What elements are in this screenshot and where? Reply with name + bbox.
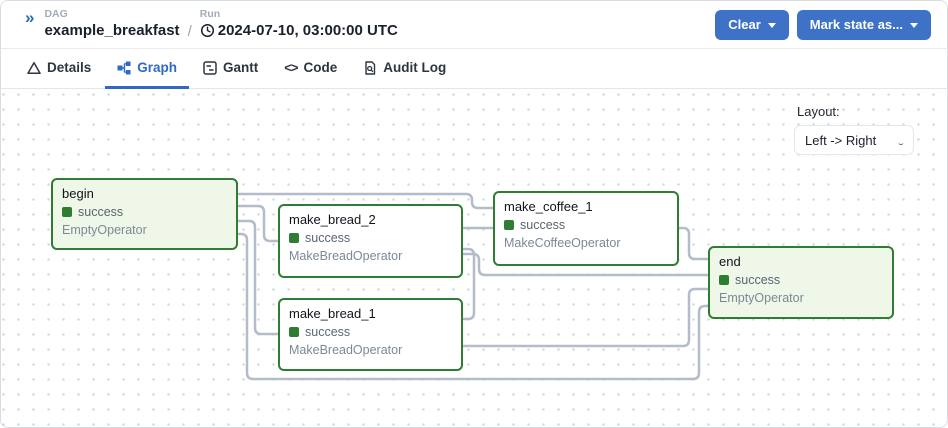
breadcrumb-run: Run 2024-07-10, 03:00:00 UTC — [200, 8, 398, 40]
task-state: success — [305, 325, 351, 340]
task-status-row: success — [719, 273, 883, 287]
success-status-icon — [504, 220, 514, 231]
task-status-row: success — [289, 325, 452, 339]
double-chevron-right-icon[interactable]: » — [25, 8, 35, 27]
layout-label: Layout: — [797, 104, 840, 119]
tab-audit-log[interactable]: Audit Log — [351, 49, 458, 89]
breadcrumb: DAG example_breakfast / Run 2024-07-10, … — [44, 8, 397, 40]
dag-name[interactable]: example_breakfast — [44, 22, 180, 40]
task-name: begin — [62, 186, 94, 201]
header: » DAG example_breakfast / Run 2024-07-10… — [1, 1, 947, 49]
task-name: end — [719, 254, 741, 269]
dag-label: DAG — [44, 8, 68, 21]
tab-bar: Details Graph Gantt <> Code Audit Log — [1, 49, 947, 89]
task-name: make_bread_2 — [289, 212, 376, 227]
task-operator: MakeBreadOperator — [289, 249, 403, 264]
layout-selected-value: Left -> Right — [805, 132, 877, 148]
tab-details[interactable]: Details — [15, 49, 103, 89]
warning-triangle-icon — [27, 61, 41, 75]
layout-control: Layout: Left -> Right ˆ — [794, 104, 914, 155]
task-state: success — [520, 218, 566, 233]
success-status-icon — [289, 327, 299, 338]
breadcrumb-separator: / — [187, 22, 192, 40]
caret-down-icon — [767, 22, 776, 28]
run-label: Run — [199, 8, 221, 21]
layout-direction-select[interactable]: Left -> Right ˆ — [794, 125, 914, 155]
tab-code[interactable]: <> Code — [284, 60, 338, 75]
task-state: success — [305, 231, 351, 246]
code-brackets-icon: <> — [284, 60, 298, 75]
task-state: success — [735, 273, 781, 288]
task-operator: MakeCoffeeOperator — [504, 236, 621, 251]
run-timestamp[interactable]: 2024-07-10, 03:00:00 UTC — [200, 21, 398, 41]
task-name: make_bread_1 — [289, 306, 376, 321]
gantt-chart-icon — [203, 60, 217, 75]
audit-log-file-icon — [363, 60, 377, 75]
success-status-icon — [62, 207, 72, 218]
task-state: success — [78, 205, 124, 220]
caret-down-icon — [910, 22, 918, 28]
success-status-icon — [289, 233, 299, 244]
clear-button[interactable]: Clear — [715, 9, 789, 40]
task-status-row: success — [289, 231, 452, 245]
task-status-row: success — [62, 205, 227, 219]
task-operator: EmptyOperator — [719, 291, 804, 306]
success-status-icon — [719, 275, 729, 286]
task-status-row: success — [504, 218, 668, 232]
clock-icon — [200, 24, 214, 38]
task-operator: MakeBreadOperator — [289, 343, 403, 358]
mark-state-as-button[interactable]: Mark state as... — [796, 9, 931, 40]
tab-gantt[interactable]: Gantt — [191, 49, 270, 89]
tab-graph[interactable]: Graph — [105, 49, 190, 89]
header-actions: Clear Mark state as... — [715, 9, 931, 40]
task-name: make_coffee_1 — [504, 199, 593, 214]
graph-nodes-icon — [117, 61, 131, 75]
breadcrumb-dag: DAG example_breakfast — [44, 8, 179, 40]
task-operator: EmptyOperator — [62, 223, 147, 238]
